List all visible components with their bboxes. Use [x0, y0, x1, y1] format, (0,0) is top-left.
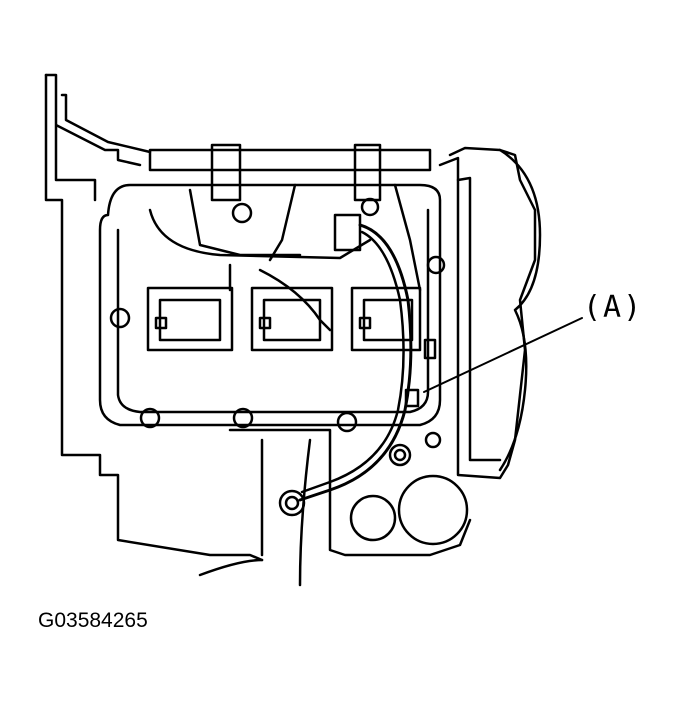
- pulley-large: [397, 474, 469, 546]
- sensor-wire-2: [300, 230, 405, 494]
- harness-lower: [228, 263, 332, 332]
- timing-cover-edge: [498, 148, 542, 472]
- callout-leader-line: [423, 317, 583, 393]
- coil-1-connector: [154, 316, 168, 330]
- figure-code: G03584265: [38, 609, 148, 632]
- wire-clip: [423, 338, 437, 360]
- harness-main: [148, 208, 372, 260]
- injector-pipe-2: [268, 183, 297, 262]
- coil-3-connector: [358, 316, 372, 330]
- head-cover: [98, 183, 442, 427]
- head-cover-inner: [116, 208, 430, 414]
- coil-2: [250, 286, 334, 352]
- idler-inner: [393, 448, 407, 462]
- pulley-small: [349, 494, 397, 542]
- engine-block-outline: [44, 73, 264, 562]
- bolt: [424, 431, 442, 449]
- sensor-wire: [298, 223, 413, 502]
- coil-2-connector: [258, 316, 272, 330]
- bracket: [44, 73, 142, 202]
- callout-label-a: (A): [583, 290, 644, 325]
- bolt: [426, 255, 446, 275]
- bolt: [231, 202, 253, 224]
- timing-cover: [438, 146, 537, 480]
- coil-1: [146, 286, 234, 352]
- coil-2-inner: [262, 298, 322, 342]
- idler: [388, 443, 412, 467]
- wire-clip: [404, 388, 420, 408]
- sensor-connector: [333, 213, 362, 252]
- knock-sensor-center: [284, 495, 300, 511]
- fuel-rail: [148, 148, 432, 172]
- bolt: [360, 197, 380, 217]
- bolt: [336, 411, 358, 433]
- bolt: [232, 407, 254, 429]
- lower-edge-2: [298, 438, 312, 587]
- fuel-rail-clamp-2: [353, 143, 382, 202]
- lower-edge: [198, 558, 264, 577]
- lower-block: [228, 428, 472, 557]
- bolt: [109, 307, 131, 329]
- knock-sensor: [278, 489, 306, 517]
- bolt: [139, 407, 161, 429]
- bracket-inner: [60, 93, 152, 154]
- coil-1-inner: [158, 298, 222, 342]
- fuel-rail-clamp-1: [210, 143, 242, 202]
- timing-cover-inner: [456, 176, 502, 462]
- injector-pipe-3: [393, 183, 422, 292]
